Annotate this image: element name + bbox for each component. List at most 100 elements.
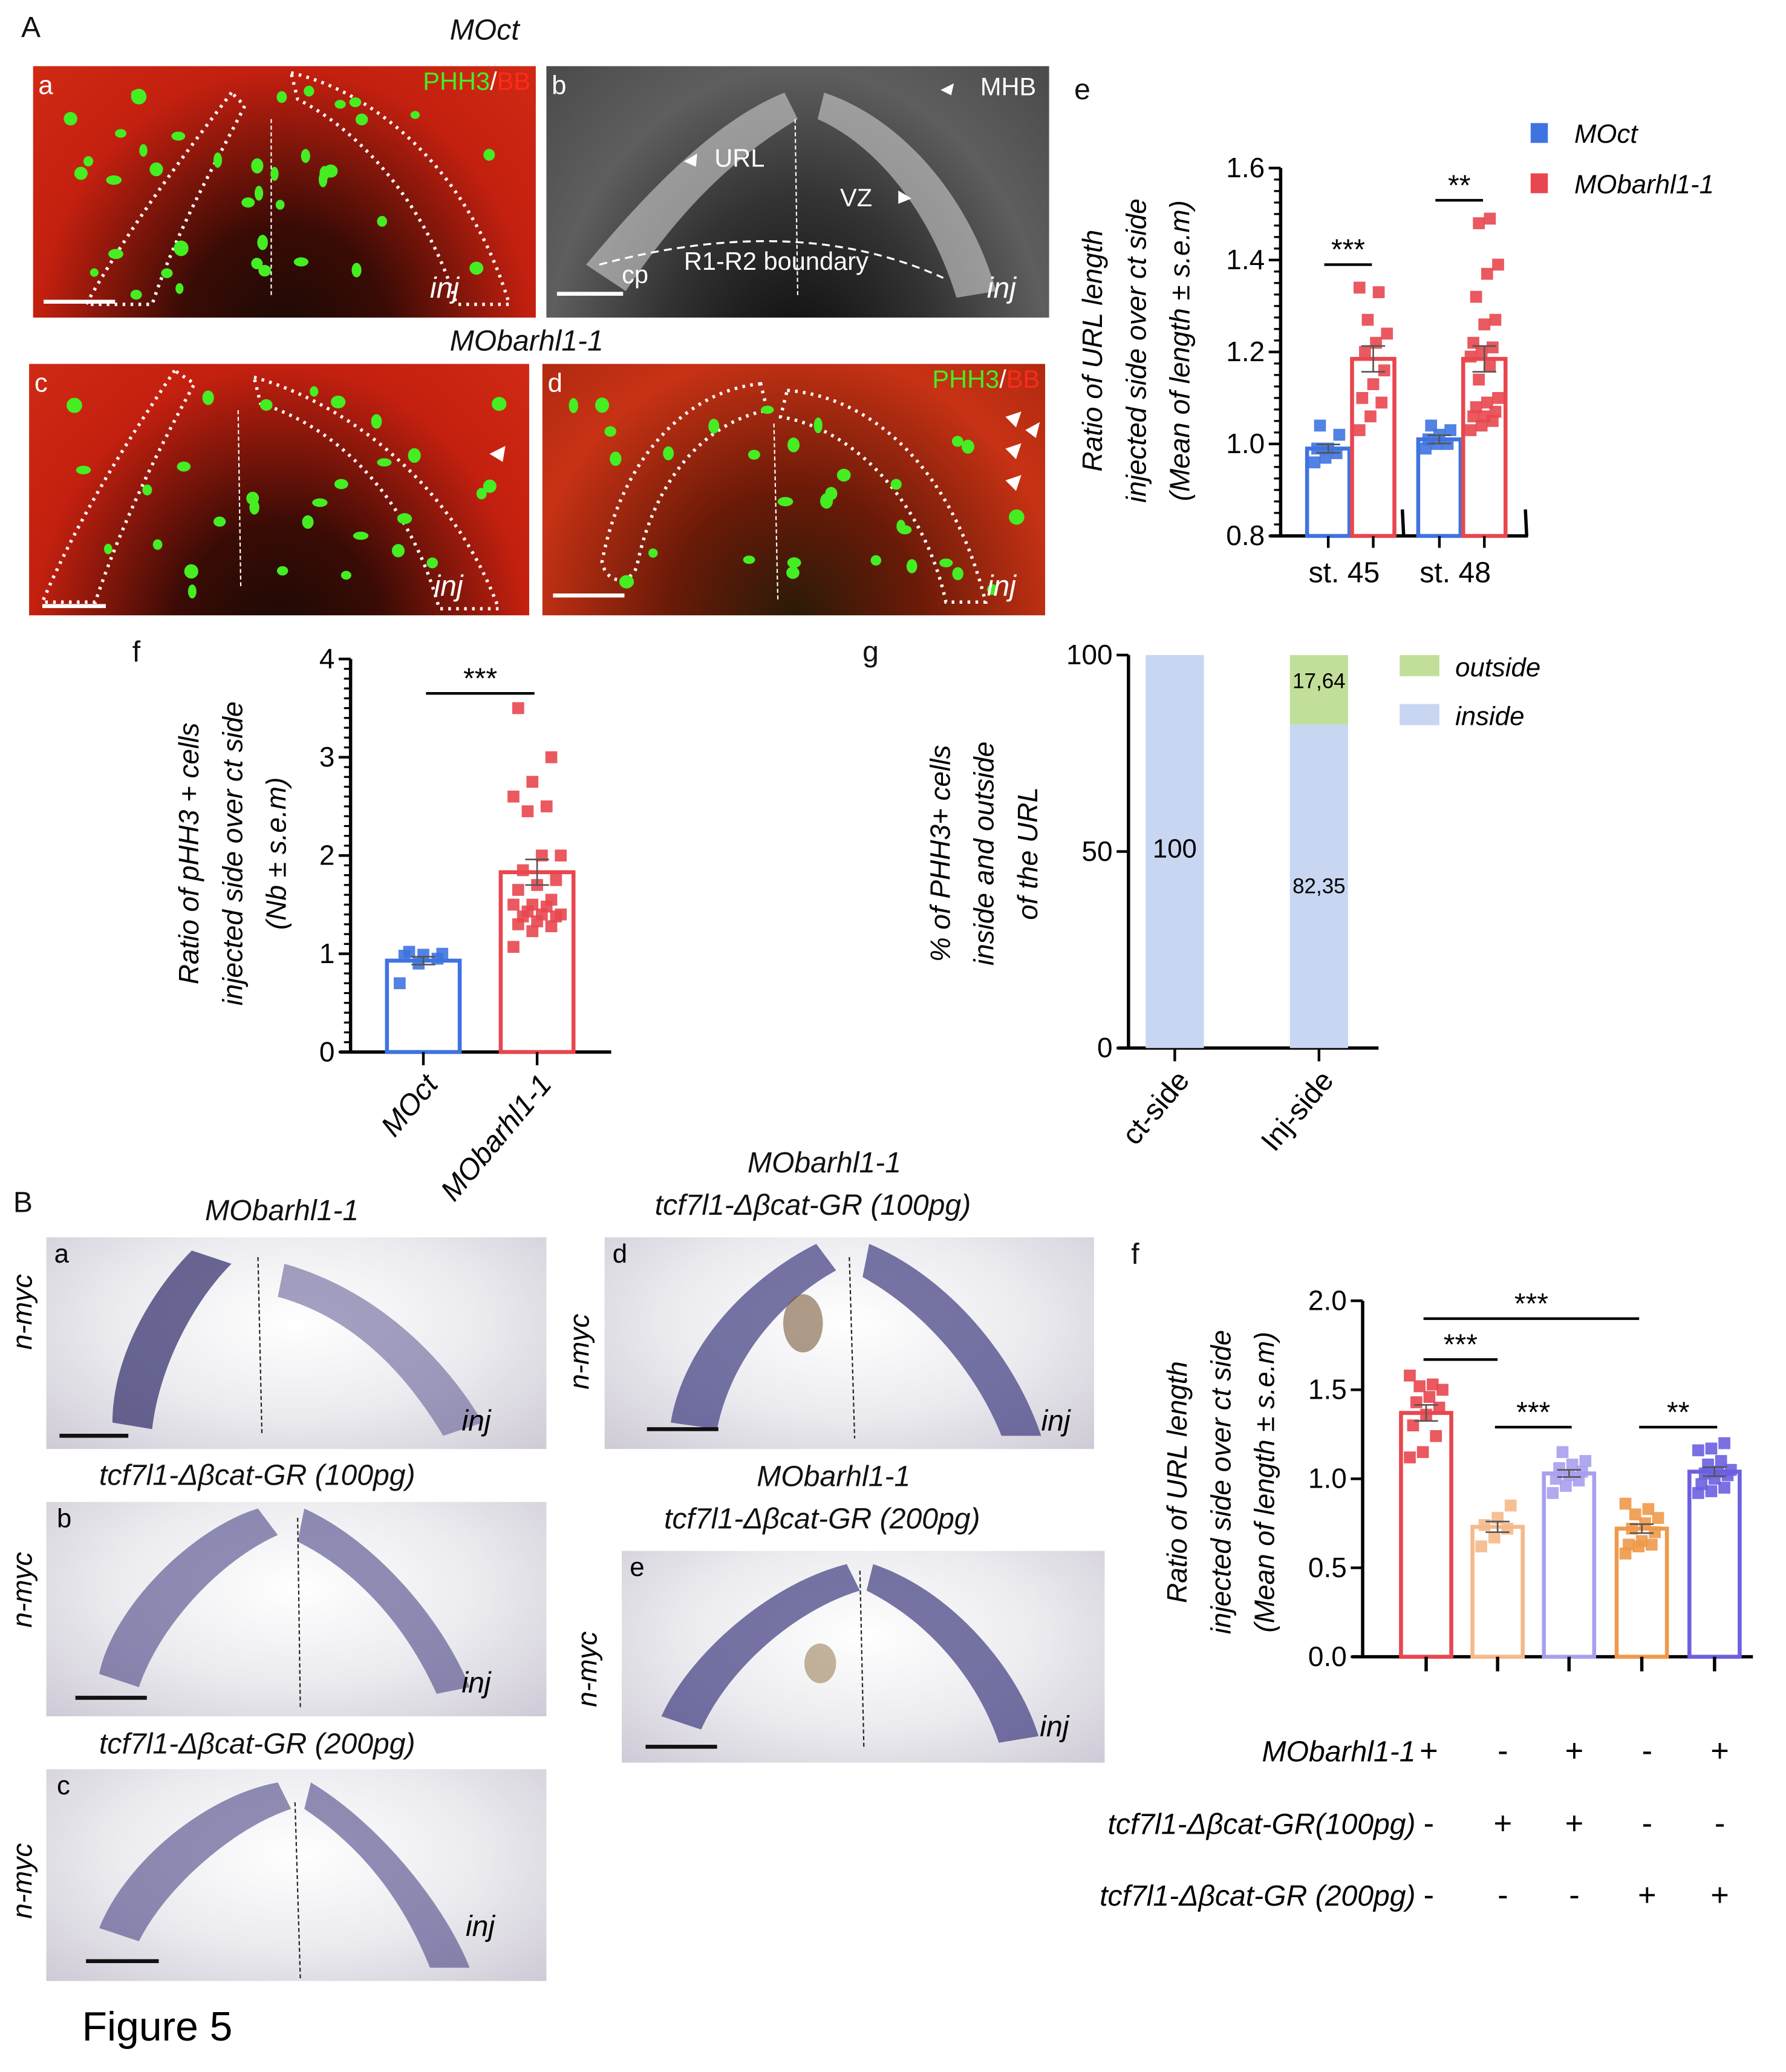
phh3-nucleus — [408, 448, 421, 463]
chart-f-data-point — [512, 884, 524, 896]
micrograph-b-overlay — [556, 83, 997, 298]
phh3-nucleus — [341, 570, 351, 580]
chart-e-data-point — [1361, 313, 1374, 326]
chart-e-data-point — [1487, 341, 1499, 354]
phh3-nucleus — [952, 567, 963, 581]
label-cp: cp — [622, 262, 648, 290]
phh3-nucleus — [67, 397, 82, 413]
chart-bf-data-point — [1413, 1380, 1426, 1393]
phh3-nucleus — [939, 558, 953, 567]
chart-bf-y-tick-label: 1.0 — [1308, 1463, 1347, 1494]
chart-bf-data-point — [1501, 1522, 1514, 1535]
chart-e-data-point — [1478, 410, 1491, 423]
condition-row-label: tcf7l1-Δβcat-GR (200pg) — [1100, 1880, 1415, 1912]
chart-e-data-point — [1492, 258, 1504, 271]
chart-e-bar — [1350, 356, 1397, 538]
condition-value: + — [1565, 1806, 1584, 1842]
phh3-nucleus — [276, 566, 288, 576]
chart-bf-data-point — [1576, 1465, 1588, 1478]
phh3-nucleus — [787, 437, 800, 453]
panel-letter: d — [547, 369, 562, 399]
chart-f-data-point — [521, 905, 534, 918]
chart-bf-data-point — [1642, 1503, 1655, 1515]
phh3-nucleus — [304, 85, 315, 97]
chart-e-data-point — [1319, 451, 1332, 464]
chart-f-data-point — [531, 879, 543, 891]
phh3-nucleus — [258, 264, 272, 277]
phh3-nucleus — [142, 484, 152, 495]
ish-image-a: a inj — [46, 1237, 547, 1449]
phh3-nucleus — [492, 397, 507, 411]
phh3-nucleus — [246, 491, 259, 505]
chart-bf-data-point — [1718, 1482, 1730, 1494]
phh3-nucleus — [898, 525, 912, 535]
chart-e-significance-label: *** — [1331, 234, 1365, 266]
chart-e-data-point — [1484, 359, 1496, 372]
chart-bf-data-point — [1573, 1474, 1585, 1487]
ish-image-c: c inj — [46, 1769, 547, 1981]
panel-letter-e: e — [1074, 73, 1090, 106]
chart-f-significance-label: *** — [463, 662, 497, 694]
row-title-moct: MOct — [449, 13, 520, 47]
phh3-nucleus — [820, 493, 833, 509]
phh3-nucleus — [259, 399, 273, 411]
chart-bf-data-point — [1491, 1512, 1504, 1524]
chart-e-data-point — [1375, 396, 1388, 409]
panel-letter: e — [630, 1554, 645, 1583]
chart-e-data-point — [1333, 428, 1346, 441]
phh3-nucleus — [870, 555, 882, 566]
phh3-nucleus — [184, 564, 198, 579]
chart-e-data-point — [1419, 442, 1432, 455]
condition-value: - — [1569, 1877, 1579, 1913]
panel-letter: b — [552, 71, 567, 101]
phh3-nucleus — [351, 263, 362, 278]
phh3-nucleus — [241, 197, 255, 208]
panel-letter: c — [57, 1771, 70, 1802]
chart-bf-data-point — [1645, 1538, 1658, 1551]
chart-g-legend-swatch — [1400, 655, 1439, 676]
chart-e-data-point — [1364, 410, 1377, 423]
phh3-nucleus — [175, 283, 184, 294]
phh3-nucleus — [708, 419, 720, 434]
chart-bf-data-point — [1436, 1384, 1449, 1396]
chart-e-data-point — [1381, 327, 1393, 340]
chart-bf-data-point — [1626, 1522, 1638, 1535]
phh3-nucleus — [743, 555, 755, 564]
chart-f-y-tick-label: 4 — [319, 643, 335, 675]
phh3-nucleus — [108, 249, 123, 260]
phh3-nucleus — [324, 164, 338, 178]
panel-letter-bf: f — [1131, 1237, 1139, 1270]
phh3-nucleus — [171, 131, 186, 141]
chart-e-data-point — [1367, 378, 1380, 390]
chart-e-data-point — [1311, 442, 1323, 455]
chart-bf-data-point — [1623, 1538, 1635, 1551]
phh3-nucleus — [377, 215, 387, 227]
chart-e-data-point — [1487, 415, 1499, 427]
gene-label: n-myc — [8, 1843, 39, 1919]
phh3-nucleus — [334, 100, 346, 109]
chart-bf-data-point — [1718, 1437, 1730, 1449]
chart-e-data-point — [1489, 313, 1502, 326]
chart-f-data-point — [507, 941, 520, 953]
inj-label: inj — [434, 569, 463, 603]
chart-e-y-tick-label: 1.2 — [1226, 336, 1265, 367]
panel-letter-f: f — [132, 635, 141, 668]
chart-g-x-tick-label: ct-side — [1116, 1064, 1196, 1151]
chart-e-data-point — [1314, 419, 1326, 432]
micrograph-c-overlay — [39, 368, 507, 610]
chart-bf-significance-label: ** — [1667, 1396, 1689, 1428]
chart-e-x-tick-label: st. 48 — [1419, 556, 1491, 589]
chart-bf-y-tick-label: 2.0 — [1308, 1285, 1347, 1316]
chart-e-data-point — [1481, 267, 1493, 280]
chart-bf-data-point — [1426, 1378, 1439, 1391]
phh3-nucleus — [890, 479, 902, 490]
phh3-nucleus — [777, 497, 794, 506]
phh3-nucleus — [951, 436, 963, 447]
chart-e-data-point — [1356, 392, 1369, 404]
chart-f-x-tick-label: MOct — [374, 1067, 445, 1143]
chart-e-y-tick-label: 1.4 — [1226, 244, 1265, 275]
inj-label: inj — [465, 1909, 495, 1943]
chart-g-legend-swatch — [1400, 704, 1439, 725]
chart-f-data-point — [417, 949, 429, 961]
phh3-nucleus — [213, 516, 226, 527]
